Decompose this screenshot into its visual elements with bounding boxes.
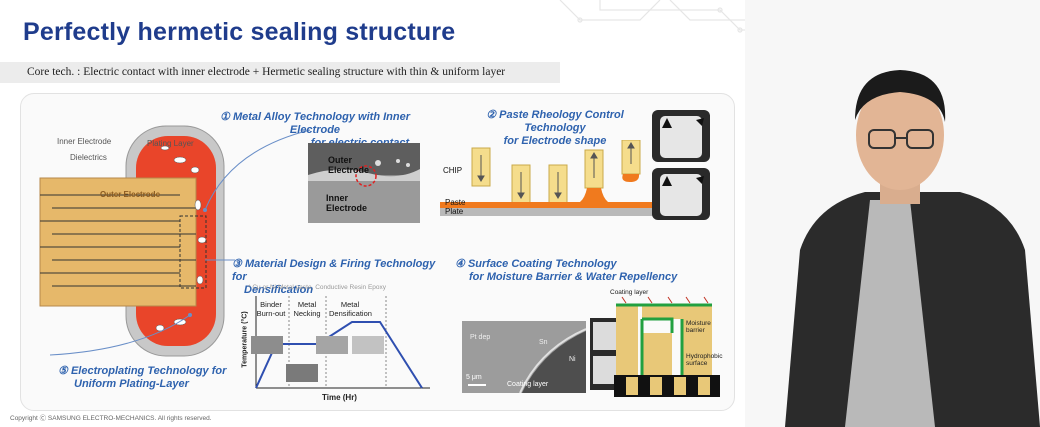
tech4-number: ④ (455, 258, 465, 270)
firing-xlabel: Time (Hr) (322, 393, 357, 402)
tech4-sem-image (462, 321, 586, 393)
connector-lines (49, 129, 311, 356)
tech3-subnote: * Cu or Ni Metal paste, Conductive Resin… (248, 284, 387, 291)
presenter-photo (745, 0, 1040, 427)
tech1-outer-word: Outer (328, 155, 353, 165)
diagram-coating-layer: Coating layer (610, 289, 649, 296)
tech3-caption: ③ Material Design & Firing Technology fo… (232, 258, 442, 297)
core-tech-bar (0, 62, 560, 83)
tech2-caption-line1: Paste Rheology Control Technology (499, 109, 624, 134)
tech4-caption: ④ Surface Coating Technology for Moistur… (455, 258, 695, 284)
tech2-number: ② (486, 109, 497, 121)
inner-electrode-label: Inner Electrode (57, 137, 112, 146)
tech2-chip-photos (652, 110, 710, 220)
tech1-caption-line1: Metal Alloy Technology with Inner Electr… (232, 111, 410, 136)
tech4-caption-line1: Surface Coating Technology (467, 258, 617, 270)
tech1-inner-electrode-label: Inner Electrode (326, 193, 367, 213)
circuit-decoration (559, 0, 780, 33)
outer-electrode-label: Outer Electrode (100, 190, 161, 199)
plate-word: Plate (445, 207, 464, 216)
sem-scale: 5 μm (466, 374, 482, 381)
sem-coating-layer: Coating layer (507, 381, 549, 388)
copyright: Copyright Ⓒ SAMSUNG ELECTRO-MECHANICS. A… (10, 415, 212, 422)
page-title: Perfectly hermetic sealing structure (23, 18, 456, 46)
mlcc-cross-section-diagram (39, 125, 225, 357)
tech5-caption-line1: Electroplating Technology for (70, 365, 227, 377)
chip-label: CHIP (443, 166, 463, 175)
plating-layer-label: Plating Layer (147, 139, 194, 148)
sem-ni: Ni (569, 356, 576, 363)
tech5-caption-line2: Uniform Plating-Layer (74, 378, 189, 390)
tech1-number: ① (220, 111, 230, 123)
stage-metal-densification: Metal Densification (329, 300, 372, 318)
tech1-sem-image (308, 143, 420, 223)
tech3-caption-line2: Densification (244, 284, 314, 296)
paste-word: Paste (445, 198, 466, 207)
tech1-outer-electrode-label: Outer Electrode (328, 155, 369, 175)
paste-plate-label: Paste Plate (445, 198, 465, 216)
tech5-caption: ⑤ Electroplating Technology for Uniform … (58, 365, 238, 391)
tech2-caption-line2: for Electrode shape (503, 135, 607, 147)
sem-sn: Sn (539, 339, 548, 346)
tech2-paste-diagram (440, 140, 655, 216)
firing-profile-chart (251, 296, 430, 389)
tech1-electrode-word: Electrode (328, 165, 370, 175)
sem-pt-dep: Pt dep (470, 334, 491, 341)
tech4-caption-line2: for Moisture Barrier & Water Repellency (469, 271, 678, 283)
tech1-inner-electrode-word: Electrode (326, 203, 368, 213)
stage-binder-burnout: Binder Burn-out (256, 300, 286, 318)
dielectrics-label: Dielectrics (70, 153, 107, 162)
diagram-hydrophobic: Hydrophobic surface (686, 353, 723, 367)
tech3-number: ③ (232, 258, 242, 270)
tech2-caption: ② Paste Rheology Control Technology for … (455, 109, 655, 148)
tech5-number: ⑤ (58, 365, 68, 377)
tech3-caption-line1: Material Design & Firing Technology for (232, 258, 436, 283)
stage-metal-necking: Metal Necking (293, 300, 321, 318)
core-tech-text: Core tech. : Electric contact with inner… (27, 66, 506, 78)
tech1-inner-word: Inner (326, 193, 349, 203)
firing-ylabel: Temperature (°C) (241, 311, 249, 368)
diagram-moisture-barrier: Moisture barrier (686, 320, 711, 334)
tech4-coating-diagram (614, 296, 720, 397)
